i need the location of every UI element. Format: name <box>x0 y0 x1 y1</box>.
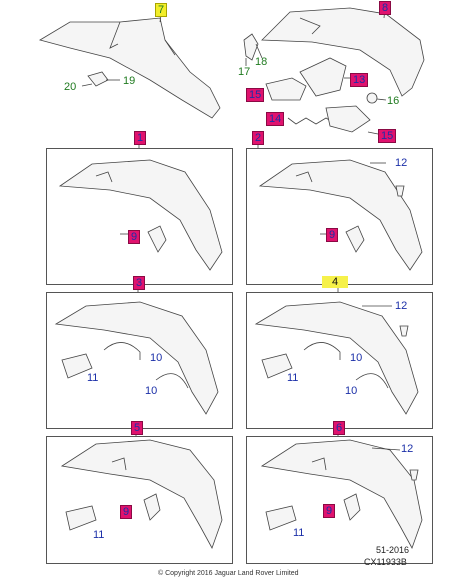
callout-11-panel-6[interactable]: 11 <box>293 527 305 539</box>
callout-10-panel-3-b[interactable]: 10 <box>145 385 158 397</box>
callout-20[interactable]: 20 <box>64 81 77 93</box>
callout-11-panel-4[interactable]: 11 <box>287 372 299 384</box>
panel-2-number[interactable]: 2 <box>252 131 265 145</box>
callout-15-top[interactable]: 15 <box>246 88 265 102</box>
callout-14[interactable]: 14 <box>266 112 285 126</box>
callout-19[interactable]: 19 <box>123 75 136 87</box>
callout-15-bottom[interactable]: 15 <box>378 129 397 143</box>
callout-11-panel-3[interactable]: 11 <box>87 372 99 384</box>
callout-18[interactable]: 18 <box>255 56 268 68</box>
callout-9-panel-6[interactable]: 9 <box>323 504 336 518</box>
callout-12-panel-6[interactable]: 12 <box>401 443 414 455</box>
diagram-date: 51-2016 <box>376 545 410 555</box>
panel-1-number[interactable]: 1 <box>134 131 147 145</box>
callout-12-panel-4[interactable]: 12 <box>395 300 408 312</box>
callout-8[interactable]: 8 <box>379 1 392 15</box>
callout-13[interactable]: 13 <box>350 73 369 87</box>
callout-10-panel-4-b[interactable]: 10 <box>345 385 358 397</box>
panel-6-number[interactable]: 6 <box>333 421 346 435</box>
callout-10-panel-3-a[interactable]: 10 <box>150 352 163 364</box>
callout-9-panel-2[interactable]: 9 <box>326 228 339 242</box>
panel-5-number[interactable]: 5 <box>131 421 144 435</box>
callout-12-panel-2[interactable]: 12 <box>395 157 408 169</box>
diagram-code: CX11933B <box>364 557 407 567</box>
callout-9-panel-1[interactable]: 9 <box>128 230 141 244</box>
callout-17[interactable]: 17 <box>238 66 251 78</box>
callout-7[interactable]: 7 <box>155 3 168 17</box>
panel-3-number[interactable]: 3 <box>133 276 146 290</box>
callout-11-panel-5[interactable]: 11 <box>93 529 105 541</box>
panel-4-number[interactable]: 4 <box>322 276 349 288</box>
copyright-notice: © Copyright 2016 Jaguar Land Rover Limit… <box>158 570 299 577</box>
callout-10-panel-4-a[interactable]: 10 <box>350 352 363 364</box>
callout-9-panel-5[interactable]: 9 <box>120 505 133 519</box>
callout-16[interactable]: 16 <box>387 95 400 107</box>
